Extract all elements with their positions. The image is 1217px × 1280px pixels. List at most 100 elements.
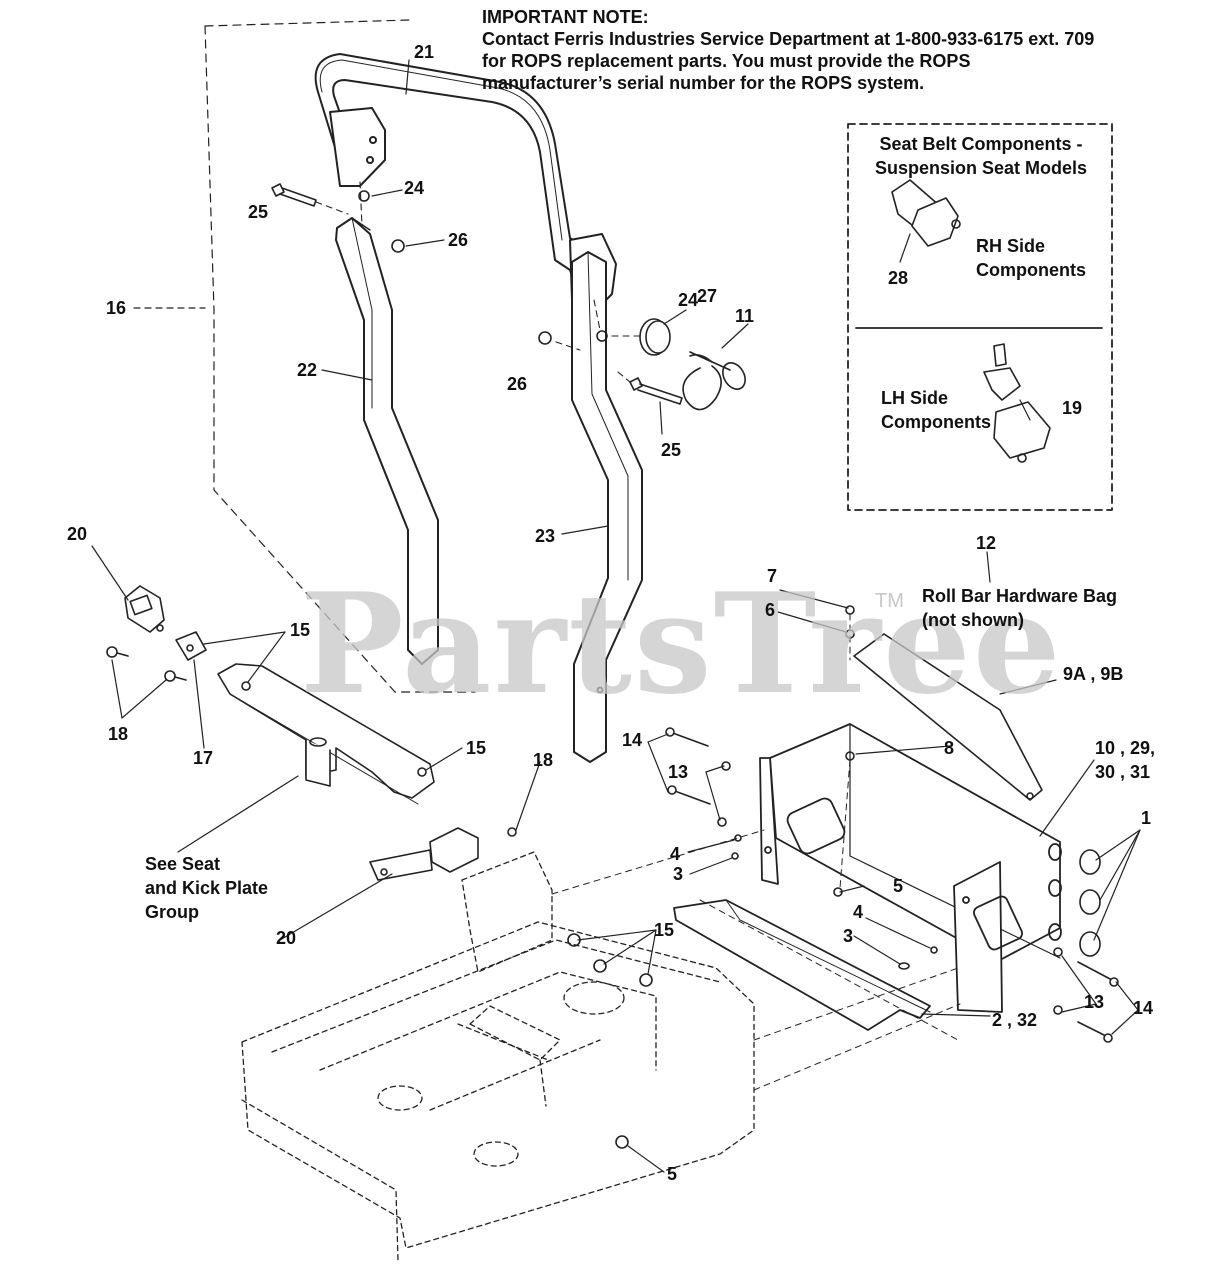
nut-15-c [639, 973, 653, 987]
bolt-18-a [106, 646, 129, 658]
callout-11: 11 [735, 306, 755, 326]
callout-12: 12 [976, 533, 997, 553]
callout-14-left: 14 [622, 730, 643, 750]
callout-25-lower: 25 [661, 440, 682, 460]
callout-6: 6 [765, 600, 776, 620]
callout-24-upper: 24 [404, 178, 425, 198]
rops-mount-bracket-10 [759, 723, 1062, 1013]
callout-5-upper: 5 [893, 876, 904, 896]
channel-2-32 [673, 899, 931, 1031]
callout-25-upper: 25 [248, 202, 269, 222]
rh-side-label: RH Side Components [976, 234, 1086, 282]
left-upright-tube [335, 217, 439, 665]
callout-3-left: 3 [673, 864, 684, 884]
callout-18-right: 18 [533, 750, 554, 770]
callout-3-right: 3 [843, 926, 854, 946]
nut-26-left [391, 239, 405, 253]
callout-15-middle: 15 [466, 738, 487, 758]
rh-side-line-1: RH Side [976, 236, 1046, 256]
rh-buckle-28 [891, 179, 961, 247]
callout-26-lower: 26 [507, 374, 528, 394]
callout-18-left: 18 [108, 724, 129, 744]
callout-13-right: 13 [1084, 992, 1105, 1012]
watermark: PartsTree [300, 562, 1063, 725]
bolts-14-left [665, 727, 731, 827]
callout-5-lower: 5 [667, 1164, 678, 1184]
bolt-4-b [930, 946, 938, 954]
bolt-4-a [734, 834, 742, 842]
nut-24-right [596, 330, 608, 342]
callout-4-right: 4 [853, 902, 864, 922]
nut-26-right [538, 331, 552, 345]
spacer-17 [175, 631, 207, 661]
important-note: IMPORTANT NOTE: Contact Ferris Industrie… [482, 6, 1182, 94]
hardware-bag-line-1: Roll Bar Hardware Bag [922, 586, 1118, 606]
nut-5-b [615, 1135, 629, 1149]
callout-19: 19 [1062, 398, 1083, 418]
bolt-18-b [164, 670, 187, 682]
callout-1: 1 [1141, 808, 1152, 828]
callout-16: 16 [106, 298, 127, 318]
callout-2-32: 2 , 32 [992, 1010, 1038, 1030]
nut-24-left [358, 190, 370, 202]
nut-15-b [593, 959, 607, 973]
end-plugs-1 [1079, 849, 1101, 957]
see-seat-line-3: Group [145, 902, 199, 922]
watermark-tm: TM [875, 590, 904, 612]
washer-3-a [731, 852, 739, 860]
callout-7: 7 [767, 566, 778, 586]
lh-side-line-2: Components [881, 412, 991, 432]
note-line-1: Contact Ferris Industries Service Depart… [482, 29, 1095, 49]
buckle-20-left [124, 585, 165, 633]
bolts-14-right [1053, 947, 1119, 1043]
callout-23: 23 [535, 526, 556, 546]
bolt-25-right [629, 377, 683, 405]
belt-20-lower [369, 827, 517, 881]
callout-8: 8 [944, 738, 955, 758]
see-seat-line-1: See Seat [145, 854, 221, 874]
hardware-bag-line-2: (not shown) [922, 610, 1024, 630]
lh-belt-19 [983, 343, 1051, 463]
mower-frame [241, 851, 755, 1261]
hardware-bag-note: Roll Bar Hardware Bag (not shown) [922, 584, 1117, 632]
lh-side-label: LH Side Components [881, 386, 991, 434]
note-line-3: manufacturer’s serial number for the ROP… [482, 73, 925, 93]
rh-side-line-2: Components [976, 260, 1086, 280]
cover-plate-9 [853, 633, 1043, 801]
lh-side-line-1: LH Side [881, 388, 949, 408]
callout-4-left: 4 [670, 844, 681, 864]
callout-15-lower: 15 [654, 920, 675, 940]
inset-title-line-1: Seat Belt Components - [879, 134, 1083, 154]
see-seat-note: See Seat and Kick Plate Group [145, 852, 268, 924]
callout-30-31: 30 , 31 [1095, 762, 1151, 782]
callout-14-right: 14 [1133, 998, 1154, 1018]
see-seat-line-2: and Kick Plate [145, 878, 269, 898]
hitch-pin-11 [682, 351, 746, 411]
bumper-27 [639, 318, 671, 356]
seat-bracket-15 [217, 663, 435, 805]
callout-26-upper: 26 [448, 230, 469, 250]
bolt-25-left [271, 183, 317, 207]
rops-group-outline [204, 19, 476, 693]
inset-title-line-2: Suspension Seat Models [874, 158, 1088, 178]
callout-27: 27 [697, 286, 718, 306]
note-line-2: for ROPS replacement parts. You must pro… [482, 51, 971, 71]
right-upright-tube [571, 251, 643, 763]
inset-title: Seat Belt Components - Suspension Seat M… [872, 132, 1090, 180]
callout-9a-9b: 9A , 9B [1063, 664, 1124, 684]
callout-20-lower: 20 [276, 928, 297, 948]
seat-belt-inset-box [847, 123, 1113, 511]
callout-21: 21 [414, 42, 435, 62]
callout-15-upper: 15 [290, 620, 311, 640]
callout-28: 28 [888, 268, 909, 288]
callout-17: 17 [193, 748, 214, 768]
callout-13-left: 13 [668, 762, 689, 782]
note-heading: IMPORTANT NOTE: [482, 7, 649, 27]
callout-22: 22 [297, 360, 318, 380]
washer-3-b [898, 962, 910, 970]
callout-24-lower: 24 [678, 290, 699, 310]
callout-10-29: 10 , 29, [1095, 738, 1156, 758]
callout-20-upper: 20 [67, 524, 88, 544]
